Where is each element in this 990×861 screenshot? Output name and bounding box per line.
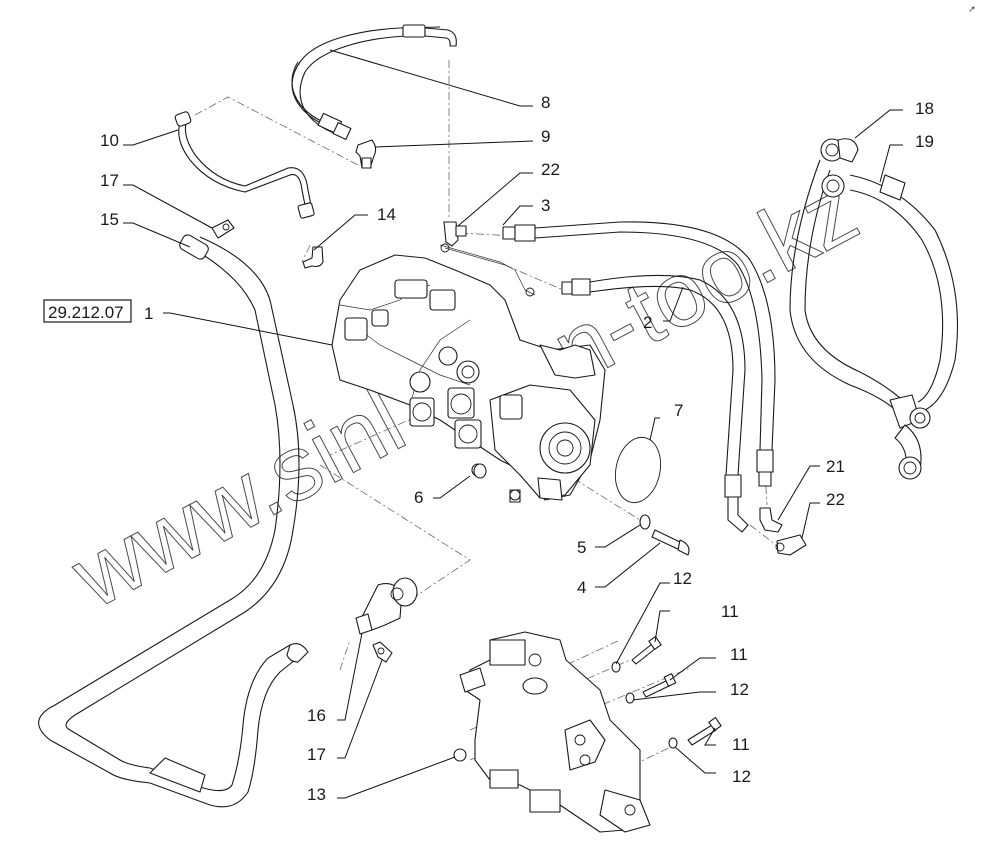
part-11-bolt-b <box>642 673 677 698</box>
part-13-plug <box>453 748 467 762</box>
callout-9[interactable]: 9 <box>541 127 550 146</box>
part-4-bolt <box>651 529 690 556</box>
part-8-hose <box>291 24 457 140</box>
part-2-hose <box>561 274 749 533</box>
callout-14[interactable]: 14 <box>377 205 396 224</box>
callout-17b[interactable]: 17 <box>307 745 326 764</box>
reference-code: 29.212.07 <box>48 303 124 322</box>
callout-10[interactable]: 10 <box>100 131 119 150</box>
callout-labels: 1 2 3 4 5 6 7 8 9 10 11 11 11 12 12 12 1… <box>100 93 934 804</box>
part-3-hose <box>502 221 776 487</box>
part-6-washer <box>473 463 487 479</box>
callout-17a[interactable]: 17 <box>100 171 119 190</box>
callout-19[interactable]: 19 <box>915 132 934 151</box>
callout-21[interactable]: 21 <box>826 457 845 476</box>
part-16-connector <box>355 577 418 635</box>
callout-3[interactable]: 3 <box>541 196 550 215</box>
watermark-left: www.sinl <box>56 370 421 629</box>
callout-13[interactable]: 13 <box>307 785 326 804</box>
part-19-hose <box>789 159 959 480</box>
part-12-washer-c <box>668 737 678 749</box>
callout-1[interactable]: 1 <box>144 304 153 323</box>
control-valve-block <box>459 631 651 833</box>
callout-11b[interactable]: 11 <box>730 645 748 664</box>
part-11-bolt-c <box>687 717 722 746</box>
part-12-washer-a <box>611 661 621 673</box>
part-7-o-ring <box>614 436 662 504</box>
callout-12a[interactable]: 12 <box>673 569 692 588</box>
part-10-pipe <box>174 111 315 219</box>
reference-code-box[interactable]: 29.212.07 <box>43 299 132 323</box>
corner-mark: ↗ <box>968 4 976 14</box>
callout-12b[interactable]: 12 <box>730 680 749 699</box>
callout-4[interactable]: 4 <box>577 578 586 597</box>
callout-15[interactable]: 15 <box>100 210 119 229</box>
callout-2[interactable]: 2 <box>643 313 652 332</box>
part-18-elbow <box>820 138 859 198</box>
part-15-suction-hose <box>38 234 309 808</box>
part-12-washer-b <box>625 692 635 704</box>
part-5-washer <box>639 514 651 530</box>
part-22-tee-bottom <box>775 534 807 556</box>
part-11-bolt-a <box>631 636 662 665</box>
callout-7[interactable]: 7 <box>674 401 683 420</box>
callout-16[interactable]: 16 <box>307 706 326 725</box>
callout-18[interactable]: 18 <box>915 99 934 118</box>
part-17-clamp-bottom <box>372 641 393 663</box>
callout-22b[interactable]: 22 <box>826 490 845 509</box>
part-21-elbow <box>759 507 783 533</box>
callout-8[interactable]: 8 <box>541 93 550 112</box>
callout-6[interactable]: 6 <box>414 488 423 507</box>
part-9-elbow <box>355 139 377 169</box>
callout-5[interactable]: 5 <box>577 538 586 557</box>
callout-11c[interactable]: 11 <box>732 735 750 754</box>
callout-22a[interactable]: 22 <box>541 160 560 179</box>
part-1-pump-assembly <box>331 243 606 503</box>
callout-12c[interactable]: 12 <box>732 767 751 786</box>
leader-lines <box>123 49 903 799</box>
part-22-tee-top <box>443 221 467 247</box>
part-14-elbow <box>302 246 324 269</box>
part-17-clamp-top <box>211 219 235 239</box>
callout-11a[interactable]: 11 <box>721 602 739 621</box>
